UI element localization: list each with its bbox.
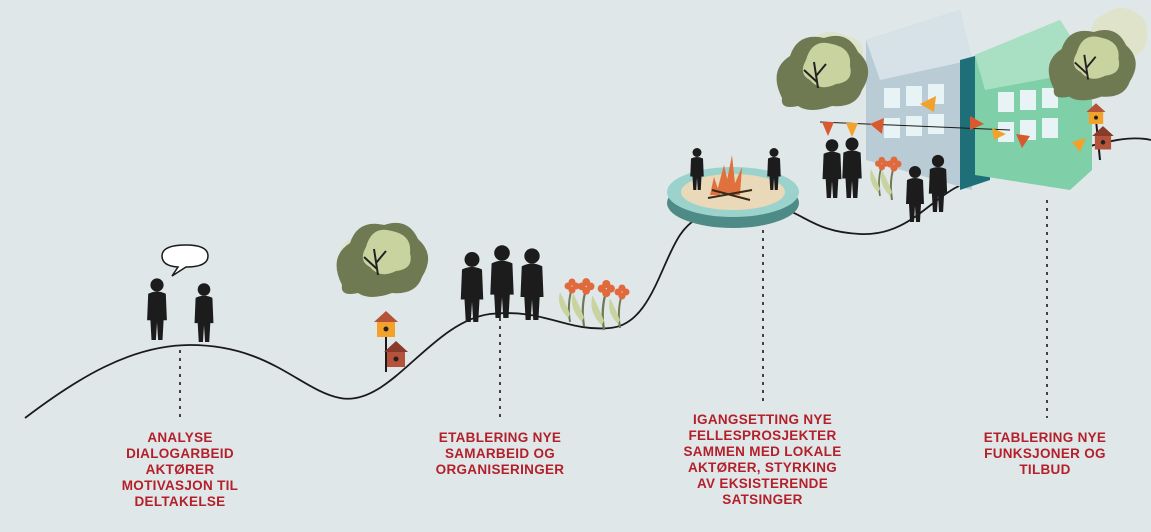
label-line: ETABLERING NYE bbox=[438, 430, 562, 445]
step-label-funksjoner: ETABLERING NYE FUNKSJONER OG TILBUD bbox=[945, 430, 1145, 478]
step-label-analyse: ANALYSE DIALOGARBEID AKTØRER MOTIVASJON … bbox=[100, 430, 260, 510]
dialogue-group bbox=[147, 244, 214, 342]
label-line: TILBUD bbox=[1019, 462, 1071, 477]
flower-icon bbox=[869, 155, 903, 201]
label-line: AV EKSISTERENDE bbox=[696, 476, 829, 491]
birdhouse-icon bbox=[374, 311, 398, 337]
group-people bbox=[460, 245, 544, 322]
tree-icon bbox=[775, 34, 870, 111]
birdhouse-icon bbox=[384, 341, 408, 367]
label-line: ETABLERING NYE bbox=[983, 430, 1107, 445]
label-line: SAMARBEID OG bbox=[444, 446, 556, 461]
label-line: DIALOGARBEID bbox=[126, 446, 234, 461]
label-line: SATSINGER bbox=[722, 492, 803, 507]
firepit-icon bbox=[667, 148, 799, 228]
speech-bubble-icon bbox=[161, 244, 209, 277]
label-line: SAMMEN MED LOKALE bbox=[683, 444, 842, 459]
label-line: DELTAKELSE bbox=[134, 494, 226, 509]
label-line: IGANGSETTING NYE bbox=[692, 412, 833, 427]
label-line: MOTIVASJON TIL bbox=[121, 478, 239, 493]
label-line: AKTØRER bbox=[145, 462, 215, 477]
person-icon bbox=[147, 278, 167, 340]
pennant-icon bbox=[819, 96, 1086, 152]
connector-lines bbox=[179, 200, 1048, 418]
label-line: FUNKSJONER OG bbox=[984, 446, 1106, 461]
flower-icon bbox=[558, 277, 631, 332]
birdhouse-icon bbox=[1092, 126, 1114, 150]
step-label-fellesprosjekter: IGANGSETTING NYE FELLESPROSJEKTER SAMMEN… bbox=[650, 412, 875, 508]
label-line: ANALYSE bbox=[147, 430, 213, 445]
step-label-samarbeid: ETABLERING NYE SAMARBEID OG ORGANISERING… bbox=[400, 430, 600, 478]
label-line: AKTØRER, STYRKING bbox=[687, 460, 838, 475]
person-icon bbox=[194, 283, 214, 342]
tree-icon bbox=[335, 221, 430, 298]
label-line: FELLESPROSJEKTER bbox=[688, 428, 837, 443]
label-line: ORGANISERINGER bbox=[435, 462, 565, 477]
